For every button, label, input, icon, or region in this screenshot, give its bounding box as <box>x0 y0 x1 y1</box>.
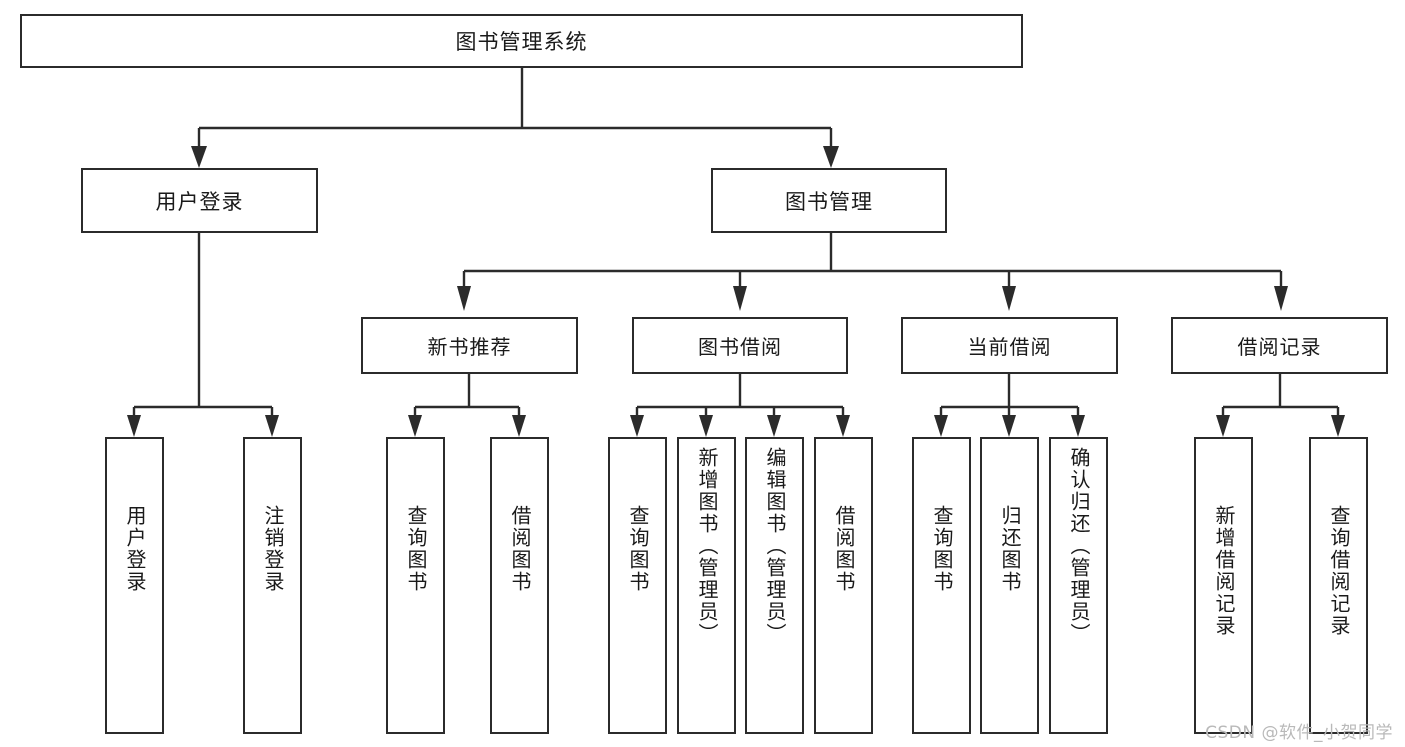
node-leaf-return-book[interactable]: 归还图书 <box>980 437 1039 734</box>
arrow-leaf-user-login <box>127 415 141 437</box>
node-leaf-query-book-3[interactable]: 查询图书 <box>912 437 971 734</box>
node-user-login-label: 用户登录 <box>155 189 244 214</box>
arrow-borrow-record <box>1274 286 1288 311</box>
node-leaf-confirm-return-label: 确认归还（管理员） <box>1067 447 1091 645</box>
node-leaf-query-book-2-label: 查询图书 <box>626 505 650 593</box>
node-leaf-logout-label: 注销登录 <box>261 505 285 593</box>
node-book-management-label: 图书管理 <box>785 189 873 214</box>
node-user-login[interactable]: 用户登录 <box>81 168 318 233</box>
arrow-current-borrow <box>1002 286 1016 311</box>
node-leaf-borrow-book-2[interactable]: 借阅图书 <box>814 437 873 734</box>
node-leaf-add-record[interactable]: 新增借阅记录 <box>1194 437 1253 734</box>
node-book-borrow-label: 图书借阅 <box>698 335 782 359</box>
node-borrow-record-label: 借阅记录 <box>1237 335 1322 359</box>
node-leaf-logout[interactable]: 注销登录 <box>243 437 302 734</box>
node-leaf-query-record-label: 查询借阅记录 <box>1327 505 1351 637</box>
arrow-leaf-borrow-book-2 <box>836 415 850 437</box>
node-leaf-confirm-return[interactable]: 确认归还（管理员） <box>1049 437 1108 734</box>
arrow-leaf-query-book-2 <box>630 415 644 437</box>
arrow-leaf-query-book-1 <box>408 415 422 437</box>
arrow-user-login <box>191 146 207 168</box>
node-leaf-add-record-label: 新增借阅记录 <box>1212 505 1236 637</box>
arrow-new-book-recommend <box>457 286 471 311</box>
arrow-leaf-edit-book <box>767 415 781 437</box>
node-book-borrow[interactable]: 图书借阅 <box>632 317 848 374</box>
node-leaf-borrow-book-1[interactable]: 借阅图书 <box>490 437 549 734</box>
node-book-management[interactable]: 图书管理 <box>711 168 947 233</box>
arrow-leaf-query-book-3 <box>934 415 948 437</box>
node-new-book-recommend-label: 新书推荐 <box>427 335 512 359</box>
arrow-leaf-logout <box>265 415 279 437</box>
node-new-book-recommend[interactable]: 新书推荐 <box>361 317 578 374</box>
node-root-label: 图书管理系统 <box>455 30 588 54</box>
arrow-book-management <box>823 146 839 168</box>
node-leaf-edit-book-label: 编辑图书（管理员） <box>763 447 787 645</box>
node-leaf-query-book-1[interactable]: 查询图书 <box>386 437 445 734</box>
node-leaf-add-book[interactable]: 新增图书（管理员） <box>677 437 736 734</box>
arrow-leaf-confirm-return <box>1071 415 1085 437</box>
arrow-book-borrow <box>733 286 747 311</box>
node-leaf-query-book-2[interactable]: 查询图书 <box>608 437 667 734</box>
node-borrow-record[interactable]: 借阅记录 <box>1171 317 1388 374</box>
arrow-leaf-add-record <box>1216 415 1230 437</box>
node-leaf-query-record[interactable]: 查询借阅记录 <box>1309 437 1368 734</box>
node-root[interactable]: 图书管理系统 <box>20 14 1023 68</box>
watermark: CSDN @软件_小贺同学 <box>1205 723 1393 743</box>
node-leaf-add-book-label: 新增图书（管理员） <box>695 447 719 645</box>
node-leaf-user-login[interactable]: 用户登录 <box>105 437 164 734</box>
node-leaf-user-login-label: 用户登录 <box>123 505 147 593</box>
node-leaf-query-book-3-label: 查询图书 <box>930 505 954 593</box>
arrow-leaf-return-book <box>1002 415 1016 437</box>
arrow-leaf-add-book <box>699 415 713 437</box>
node-leaf-query-book-1-label: 查询图书 <box>404 505 428 593</box>
node-current-borrow[interactable]: 当前借阅 <box>901 317 1118 374</box>
node-leaf-edit-book[interactable]: 编辑图书（管理员） <box>745 437 804 734</box>
node-leaf-borrow-book-1-label: 借阅图书 <box>508 505 532 593</box>
node-current-borrow-label: 当前借阅 <box>967 335 1052 359</box>
arrow-leaf-borrow-book-1 <box>512 415 526 437</box>
arrow-leaf-query-record <box>1331 415 1345 437</box>
node-leaf-return-book-label: 归还图书 <box>998 505 1022 593</box>
node-leaf-borrow-book-2-label: 借阅图书 <box>832 505 856 593</box>
